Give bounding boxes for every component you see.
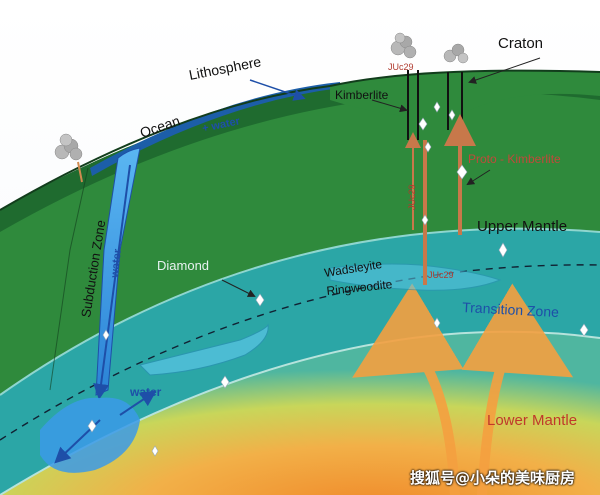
proto-kimberlite-label: Proto - Kimberlite [468,152,561,166]
diamond-label: Diamond [157,258,209,273]
juc29-bottom-label: JUc29 [428,270,454,280]
craton-label: Craton [498,35,543,52]
kimberlite-label: Kimberlite [335,88,389,102]
juc29-top-label: JUc29 [388,62,414,72]
lower-water-label: water [129,385,162,399]
lower-mantle-label: Lower Mantle [487,412,577,429]
upper-mantle-label: Upper Mantle [477,218,567,235]
watermark: 搜狐号@小朵的美味厨房 [410,466,598,490]
juc29-side-label: JUc29 [407,184,417,210]
